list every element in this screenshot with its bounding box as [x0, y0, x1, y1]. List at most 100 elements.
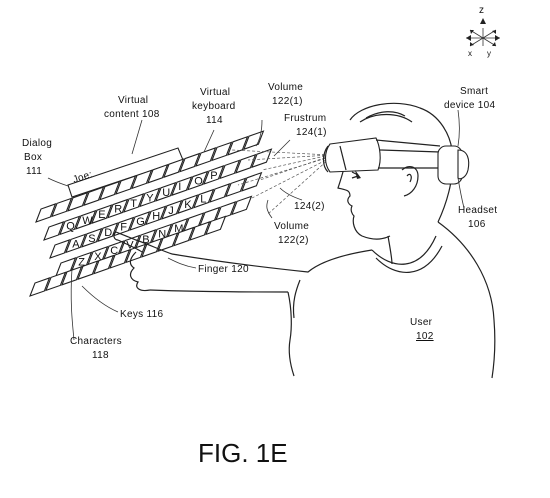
virtual-key	[163, 158, 185, 179]
user-torso	[287, 291, 295, 377]
label-dialog-box-line2: Box	[24, 152, 42, 163]
user-hand	[129, 251, 151, 292]
headset-device	[322, 137, 470, 185]
key-character: A	[72, 238, 80, 250]
key-a	[65, 233, 87, 254]
label-frustrum-bottom: 124(2)	[294, 201, 325, 212]
virtual-key	[115, 175, 137, 195]
key-s	[81, 227, 103, 248]
virtual-key	[67, 191, 89, 212]
key-character: C	[110, 245, 118, 257]
key-character: F	[120, 222, 127, 234]
label-headset-line2: 106	[468, 219, 486, 230]
key-y	[139, 187, 161, 208]
key-character: S	[88, 233, 95, 245]
key-character: I	[178, 181, 181, 193]
virtual-key	[51, 197, 73, 218]
virtual-key	[141, 237, 163, 258]
virtual-key	[195, 147, 217, 167]
virtual-key	[251, 148, 273, 169]
label-volume-top-line1: Volume	[268, 82, 303, 93]
key-character: E	[98, 209, 105, 221]
label-characters-line1: Characters	[70, 336, 122, 347]
key-character: M	[174, 223, 183, 235]
label-smart-device-line1: Smart	[460, 86, 488, 97]
key-k	[177, 194, 199, 215]
label-headset-line1: Headset	[458, 205, 497, 216]
virtual-key	[83, 186, 105, 207]
axis-z-label: z	[479, 5, 484, 16]
virtual-key	[173, 226, 195, 247]
headset-visor	[324, 137, 381, 173]
key-o	[187, 170, 209, 191]
virtual-key	[109, 249, 131, 269]
label-characters-line2: 118	[92, 350, 109, 361]
label-finger: Finger 120	[198, 264, 249, 275]
key-g	[129, 211, 151, 231]
key-t	[123, 193, 145, 213]
label-volume-top-line2: 122(1)	[272, 96, 303, 107]
callout-labels: Virtual content 108 Virtual keyboard 114…	[22, 82, 497, 361]
label-frustrum-line2: 124(1)	[296, 127, 327, 138]
figure-title: FIG. 1E	[198, 438, 288, 468]
user-hair	[349, 102, 453, 151]
key-r	[107, 198, 129, 219]
virtual-key	[45, 271, 67, 292]
virtual-key	[231, 195, 253, 216]
key-character: J	[168, 205, 174, 217]
key-character: Y	[146, 192, 154, 204]
key-j	[161, 199, 183, 220]
virtual-key	[225, 177, 247, 198]
key-character: D	[104, 227, 112, 239]
virtual-key	[49, 239, 71, 259]
virtual-key	[131, 169, 153, 190]
label-volume-bottom-line2: 122(2)	[278, 235, 309, 246]
key-character: L	[200, 194, 206, 206]
key-l	[193, 188, 215, 209]
key-character: P	[210, 170, 217, 182]
key-character: N	[158, 228, 166, 240]
virtual-key	[215, 201, 237, 221]
virtual-key	[209, 183, 231, 203]
user-collar	[371, 235, 437, 265]
virtual-key	[243, 130, 265, 151]
virtual-key	[219, 159, 241, 180]
user-arm-bottom	[149, 289, 289, 293]
key-u	[155, 181, 177, 202]
axes-icon: z x y	[466, 5, 500, 58]
virtual-key	[179, 152, 201, 173]
user-finger	[115, 231, 173, 255]
user-ear	[401, 166, 419, 197]
label-frustrum-line1: Frustrum	[284, 113, 326, 124]
headset-strap-top	[375, 139, 441, 147]
virtual-key	[235, 153, 257, 174]
virtual-key	[227, 135, 249, 156]
key-character: G	[136, 216, 145, 228]
axis-y-label: y	[487, 49, 491, 58]
key-d	[97, 222, 119, 243]
label-user-ref: 102	[416, 331, 434, 342]
key-character: K	[184, 199, 192, 211]
user-arm-top	[171, 249, 373, 273]
key-character: H	[152, 210, 160, 222]
key-e	[91, 204, 113, 225]
virtual-key	[211, 141, 233, 162]
label-dialog-box-line3: 111	[26, 166, 42, 177]
key-i	[171, 176, 193, 197]
virtual-key	[43, 221, 65, 241]
virtual-key	[93, 254, 115, 275]
virtual-key	[147, 163, 169, 184]
virtual-key	[205, 215, 227, 236]
virtual-key	[29, 277, 51, 297]
virtual-key	[35, 203, 57, 223]
key-character: U	[162, 187, 170, 199]
label-virtual-content-line1: Virtual	[118, 95, 148, 106]
label-virtual-keyboard-line1: Virtual	[200, 87, 230, 98]
virtual-key	[189, 221, 211, 241]
label-keys: Keys 116	[120, 309, 163, 320]
dialog-box: Joe:	[67, 147, 184, 198]
user-face	[337, 167, 391, 240]
label-volume-bottom-line1: Volume	[274, 221, 309, 232]
